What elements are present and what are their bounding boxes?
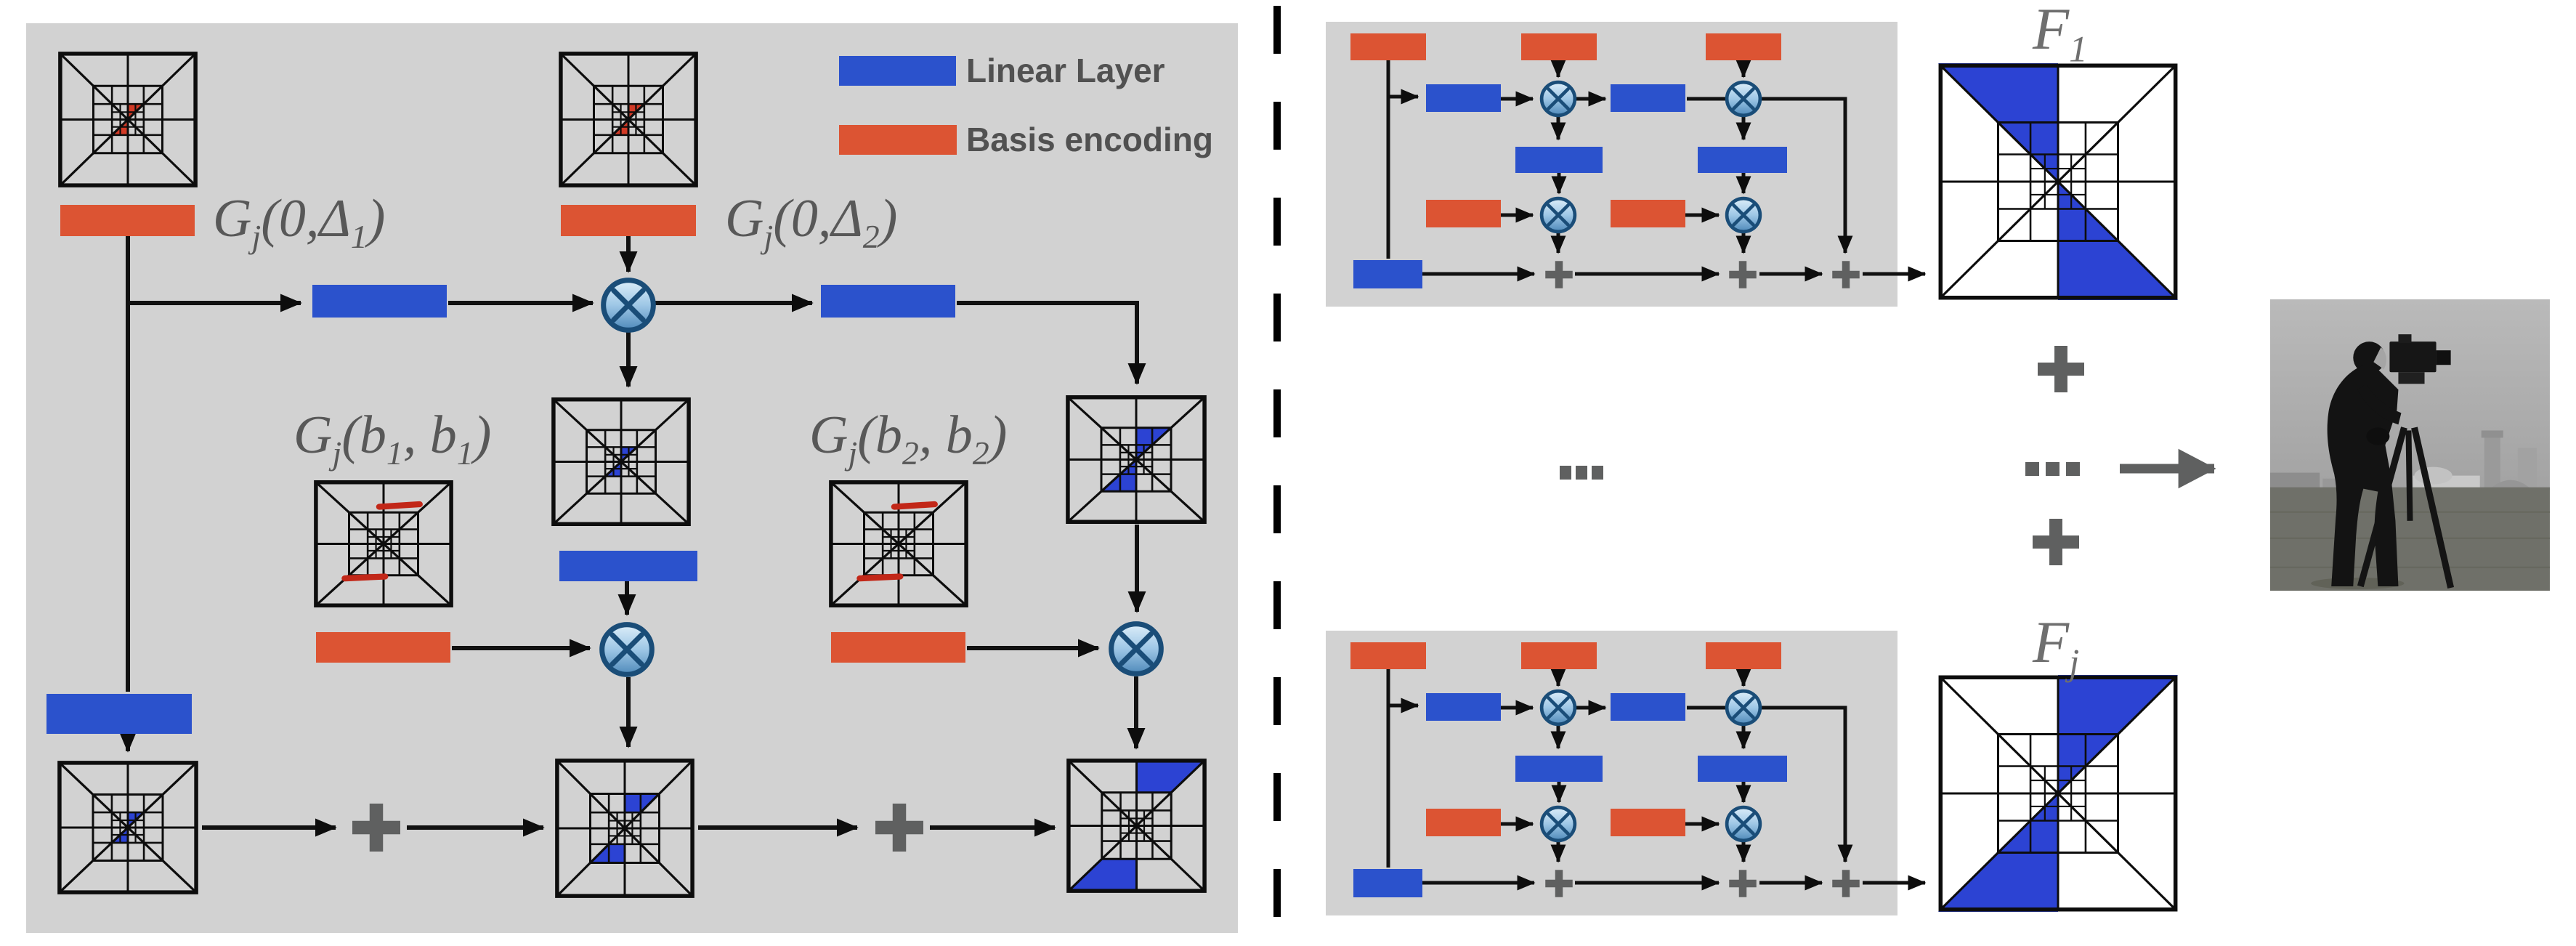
spectrum-square-out1 (60, 763, 196, 892)
multiply-icon (1111, 624, 1162, 674)
legend-basis-label: Basis encoding (966, 121, 1213, 158)
label-gb1: Gj(b1, b1) (293, 405, 492, 472)
ellipsis-icon (1560, 466, 1603, 480)
spectrum-square-g0d1 (60, 54, 195, 185)
multiply-icon (604, 280, 654, 331)
left-panel-connectors (118, 236, 1146, 837)
residual-block-top (1326, 22, 1925, 307)
plus-icon (2038, 346, 2084, 392)
spectrum-square-g0d2 (561, 54, 696, 185)
residual-block-bottom (1326, 631, 1925, 915)
cameraman-image (2270, 299, 2550, 591)
legend-basis-swatch (839, 125, 957, 155)
spectrum-square-gb1 (316, 482, 451, 606)
spectrum-square-gb2 (831, 482, 966, 606)
label-g0-delta1: Gj(0,Δ1) (213, 189, 386, 255)
spectrum-square-f1 (1938, 63, 2178, 300)
label-g0-delta2: Gj(0,Δ2) (725, 189, 898, 255)
ellipsis-icon (2025, 462, 2080, 476)
legend-linear-swatch (839, 56, 956, 86)
band-selection-strokes (856, 501, 938, 582)
spectrum-square-out2 (557, 761, 692, 896)
band-selection-strokes (341, 501, 423, 582)
plus-icon (2033, 519, 2079, 565)
spectrum-square-feat1 (554, 400, 689, 525)
spectrum-square-out3 (1067, 759, 1206, 892)
linear-layer-blocks (46, 285, 955, 734)
legend-linear-label: Linear Layer (966, 52, 1165, 89)
label-fj: Fj (2033, 609, 2080, 683)
spectrum-square-feat2 (1068, 397, 1204, 522)
basis-encoding-blocks (60, 205, 965, 663)
multiply-icon (602, 625, 652, 675)
spectrum-square-fj (1938, 675, 2178, 912)
left-panel-background (26, 23, 1238, 933)
label-f1: F1 (2033, 0, 2088, 70)
label-gb2: Gj(b2, b2) (809, 405, 1008, 472)
